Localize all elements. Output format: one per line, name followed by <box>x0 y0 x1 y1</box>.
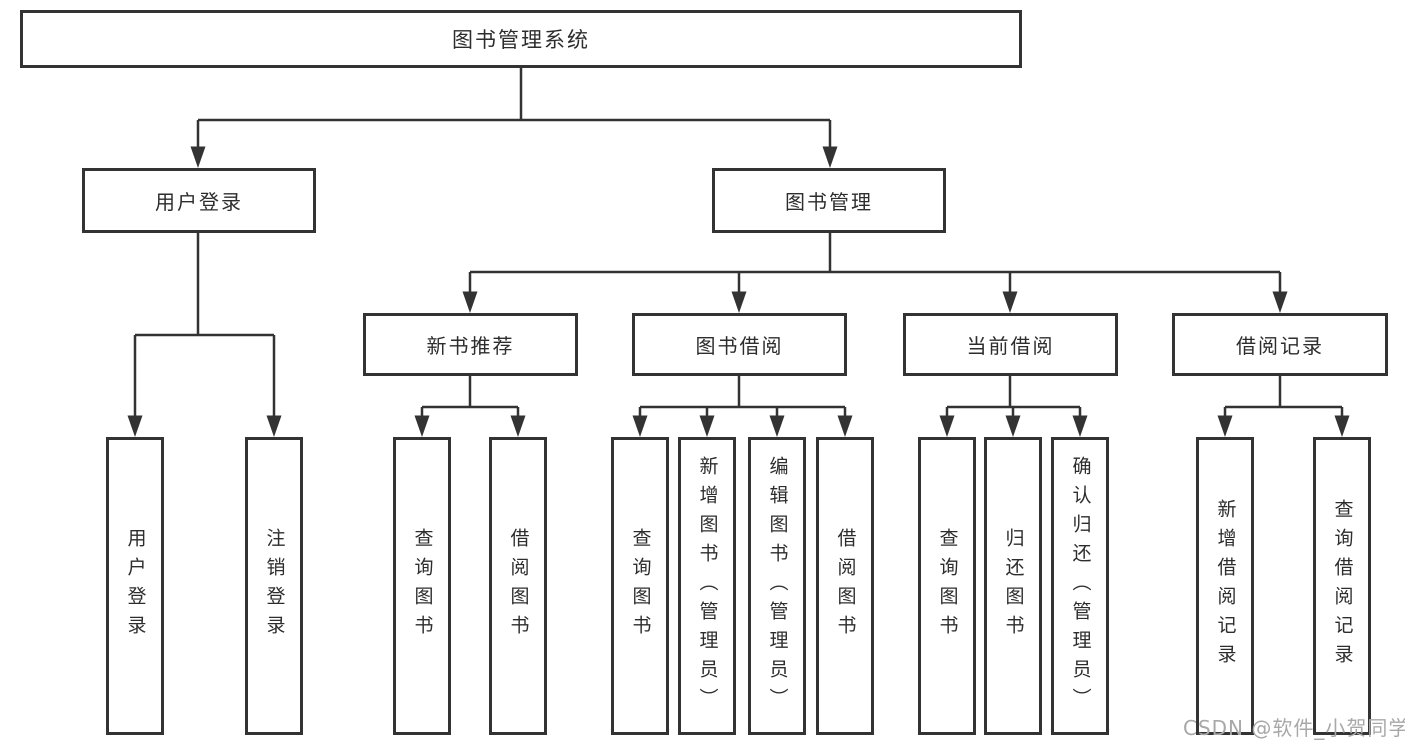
node-label: 图书借阅 <box>695 334 784 358</box>
node-label: 确认归还（管理员） <box>1069 455 1092 717</box>
connector-lines <box>133 68 1344 417</box>
node-library-management-system: 图书管理系统 <box>20 10 1022 68</box>
node-label: 查询图书 <box>411 528 434 644</box>
node-label: 编辑图书（管理员） <box>766 455 789 717</box>
node-book-borrowing: 图书借阅 <box>632 313 847 376</box>
node-label: 用户登录 <box>155 190 243 214</box>
leaf-add-book-admin: 新增图书（管理员） <box>678 437 736 735</box>
node-label: 用户登录 <box>124 528 147 644</box>
node-label: 新增借阅记录 <box>1214 499 1237 673</box>
node-label: 借阅图书 <box>507 528 530 644</box>
node-label: 当前借阅 <box>966 334 1055 358</box>
node-borrowing-records: 借阅记录 <box>1172 313 1388 376</box>
leaf-query-books-borrowing: 查询图书 <box>611 437 669 735</box>
leaf-query-books-recommend: 查询图书 <box>393 437 451 735</box>
node-label: 图书管理系统 <box>452 28 590 52</box>
leaf-logout: 注销登录 <box>245 437 303 735</box>
leaf-confirm-return-admin: 确认归还（管理员） <box>1051 437 1109 735</box>
node-label: 注销登录 <box>263 528 286 644</box>
leaf-return-books: 归还图书 <box>984 437 1042 735</box>
node-label: 新增图书（管理员） <box>696 455 719 717</box>
node-new-book-recommend: 新书推荐 <box>363 313 578 376</box>
leaf-query-books-current: 查询图书 <box>918 437 976 735</box>
node-label: 新书推荐 <box>426 334 515 358</box>
leaf-add-borrow-record: 新增借阅记录 <box>1196 437 1254 735</box>
node-label: 查询借阅记录 <box>1331 499 1354 673</box>
leaf-edit-book-admin: 编辑图书（管理员） <box>748 437 806 735</box>
node-book-management: 图书管理 <box>712 168 946 233</box>
node-label: 查询图书 <box>936 528 959 644</box>
node-label: 借阅图书 <box>834 528 857 644</box>
node-label: 借阅记录 <box>1236 334 1324 358</box>
leaf-borrow-books-borrowing: 借阅图书 <box>816 437 874 735</box>
node-label: 归还图书 <box>1002 528 1025 644</box>
arrowhead-icons <box>127 146 1350 437</box>
leaf-query-borrow-record: 查询借阅记录 <box>1313 437 1371 735</box>
leaf-borrow-books-recommend: 借阅图书 <box>489 437 547 735</box>
node-label: 查询图书 <box>629 528 652 644</box>
node-user-login: 用户登录 <box>82 168 316 233</box>
node-label: 图书管理 <box>785 190 873 214</box>
leaf-user-login: 用户登录 <box>106 437 164 735</box>
node-current-borrowing: 当前借阅 <box>903 313 1118 376</box>
